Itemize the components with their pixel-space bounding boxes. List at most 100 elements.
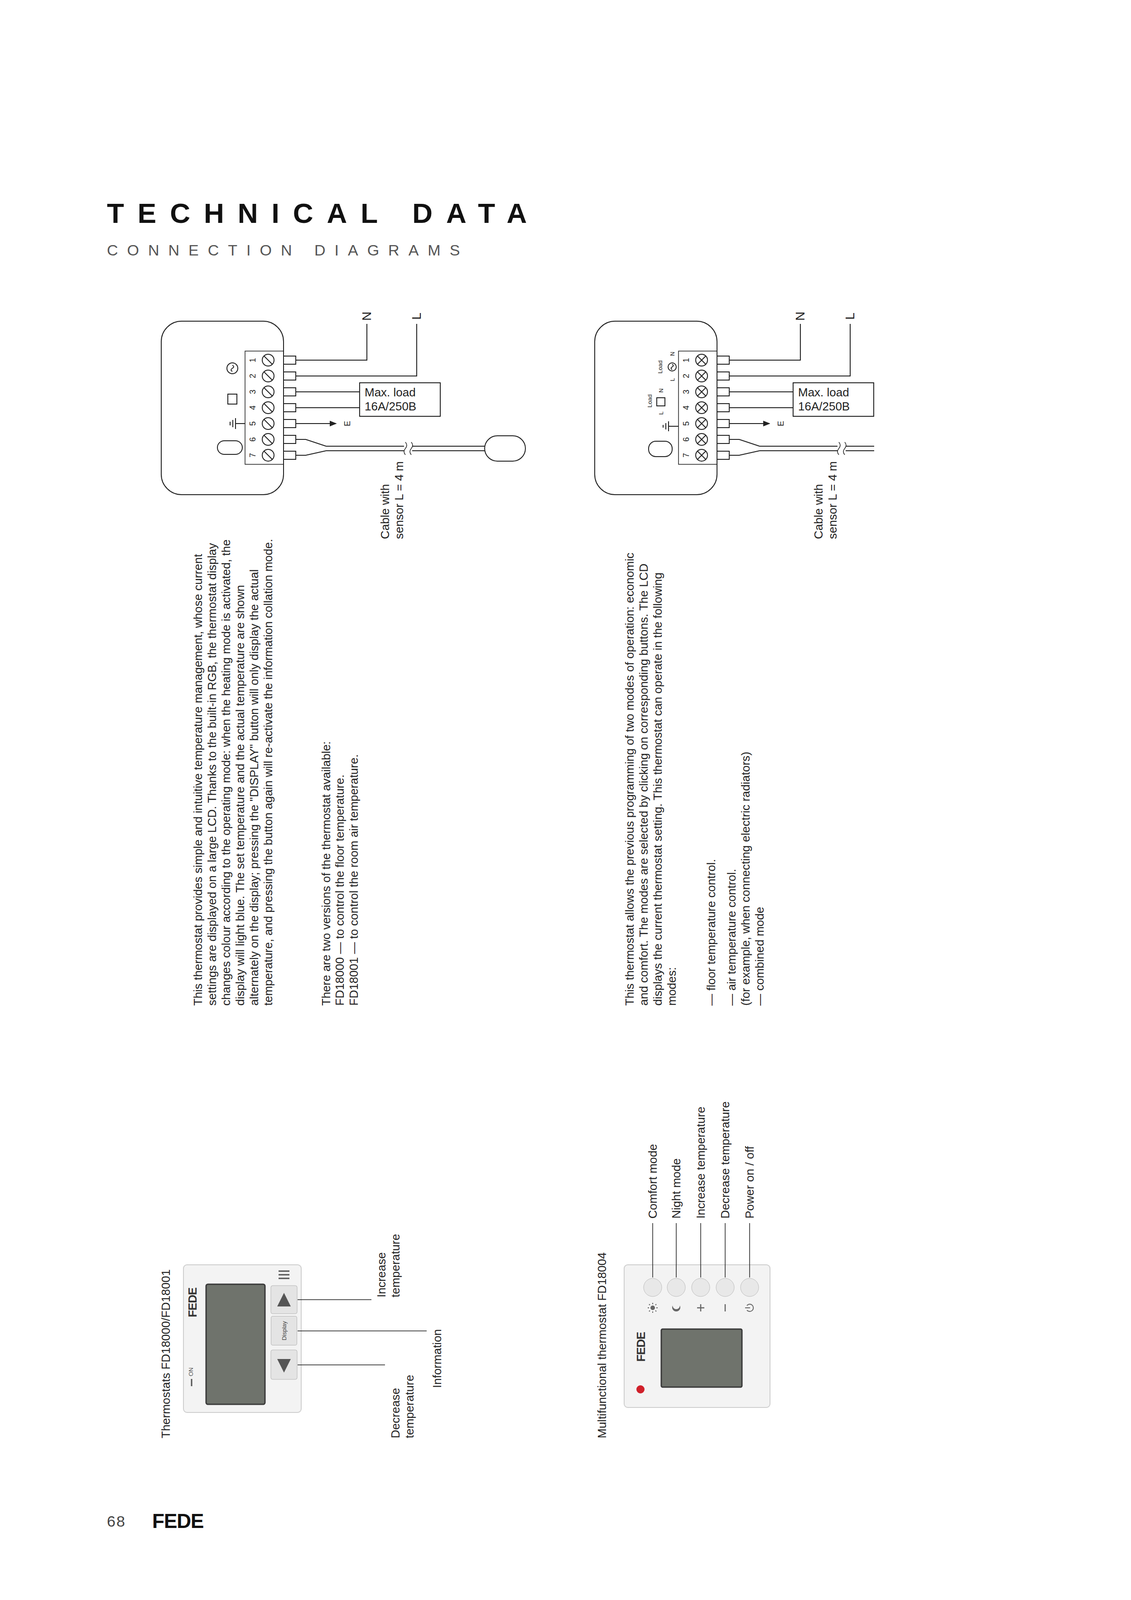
thermostat-device [636,1385,645,1394]
cable-label: Cable with sensor L = 4 m [378,455,407,540]
box-text: Max. load [798,385,869,400]
terminal-number: 4 [681,405,691,410]
max-load-box: Max. load16A/250B [359,382,441,417]
terminal-symbol [231,365,234,372]
leader-line [297,1299,427,1365]
terminal-symbol [668,362,677,371]
thermostat-device [183,1264,302,1413]
terminal-symbol [217,356,273,460]
rotated-layout: Thermostats FD18000/FD18001ON FEDE Decreas… [149,271,875,1495]
callout-label: Power on / off [742,1145,757,1219]
list-item: (for example, when connecting electric r… [738,751,753,1006]
terminal-symbol [663,421,679,432]
callout-label: Information [430,1328,445,1388]
page-title: TECHNICAL DATA [106,197,541,230]
thermostat-device [270,1349,298,1380]
terminal-number: 6 [248,437,258,442]
wiring-diagram [161,321,526,495]
brand-logo: FEDE [634,1332,648,1362]
terminal-symbol [227,394,237,405]
brand-logo: FEDE [152,1510,204,1532]
terminal-number: 5 [248,421,258,426]
thermostat-device [667,1278,686,1297]
body-text: This thermostat provides simple and intu… [191,534,276,1006]
terminal-number: 3 [681,389,691,395]
earth-label: E [776,420,786,427]
product-heading: Thermostats FD18000/FD18001 [158,1269,174,1439]
callout-label: Night mode [669,1158,684,1219]
terminal-number: 7 [681,452,691,458]
terminal-symbol [648,441,673,457]
terminal-symbol [226,362,238,374]
cable-label: Cable with sensor L = 4 m [811,455,840,540]
list-item: — air temperature control. [724,868,739,1006]
box-text: Display [280,1320,288,1341]
symbol-label: L [657,411,665,415]
body-text: There are two versions of the thermostat… [319,741,334,1006]
wire-label: L [409,312,424,320]
callout-label: Increase temperature [374,1220,403,1298]
page-number: 68 [106,1511,126,1531]
callout-label: Increase temperature [693,1106,708,1219]
thermostat-device [278,1270,290,1279]
terminal-symbol [230,418,246,429]
product-heading: Multifunctional thermostat FD18004 [595,1252,610,1439]
body-text: FD18000 — to control the floor temperatu… [332,774,347,1006]
wire-label: L [842,312,858,320]
terminal-symbol [648,356,706,460]
thermostat-device [183,1264,302,1413]
box-text: 16A/250B [798,399,869,414]
brand-logo: FEDE [185,1287,200,1318]
terminal-number: 6 [681,437,691,442]
leader-line [652,1222,750,1278]
terminal-symbol [264,356,273,460]
callout-label: Decrease temperature [718,1101,733,1219]
display-button: Display [270,1315,298,1346]
symbol-label: N [657,388,665,393]
list-item: — floor temperature control. [704,858,719,1006]
box-text: Max. load [364,385,436,400]
thermostat-device [270,1285,298,1314]
thermostat-device [650,1305,655,1310]
symbol-label: N [668,351,676,356]
thermostat-device [277,1358,291,1373]
thermostat-device [716,1278,735,1297]
max-load-box: Max. load16A/250B [792,382,875,417]
thermostat-device [624,1264,771,1408]
leader-line [652,1222,750,1278]
callout-label: Comfort mode [645,1143,660,1219]
terminal-number: 1 [681,357,691,363]
wire-label: N [359,311,375,321]
terminal-number: 2 [248,373,258,379]
thermostat-device [191,1378,193,1387]
thermostat-device [624,1264,771,1408]
list-item: — combined mode [752,906,767,1006]
terminal-number: 4 [248,405,258,410]
terminal-symbol [217,440,243,455]
wire-label: N [793,311,808,321]
thermostat-device [691,1278,710,1297]
thermostat-device [647,1302,658,1313]
terminal-number: 3 [248,389,258,395]
thermostat-device [745,1304,754,1312]
body-text: FD18001 — to control the room air temper… [346,754,361,1006]
thermostat-device [740,1278,759,1297]
terminal-number: 1 [248,357,258,363]
terminal-number: 7 [248,452,258,458]
terminal-symbol [656,397,665,406]
box-text: 16A/250B [364,399,436,414]
callout-label: Decrease temperature [388,1361,417,1439]
thermostat-device [277,1292,291,1307]
terminal-number: 2 [681,373,691,379]
thermostat-device [697,1304,726,1312]
thermostat-device [661,1328,742,1387]
thermostat-device [672,1305,681,1312]
thermostat-device [643,1278,662,1297]
terminal-number: 5 [681,421,691,426]
terminal-symbol [697,356,706,460]
thermostat-device [206,1284,265,1405]
symbol-label: Load [646,394,654,408]
symbol-label: Load [656,360,664,374]
device-marking: ON [187,1367,195,1377]
